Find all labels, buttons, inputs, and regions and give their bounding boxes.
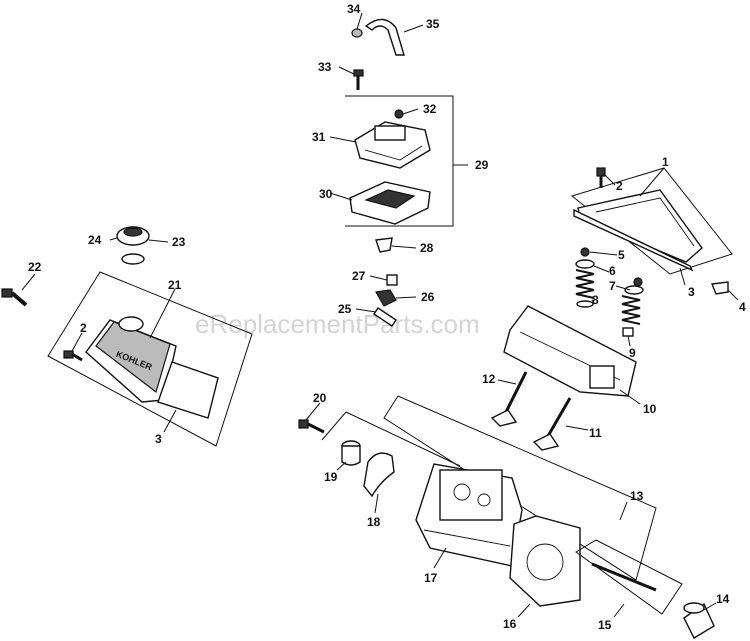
callout-2-right[interactable]: 2 bbox=[616, 179, 623, 193]
part-35-breather-hose[interactable] bbox=[364, 18, 405, 56]
callout-7[interactable]: 7 bbox=[609, 279, 616, 293]
callout-26[interactable]: 26 bbox=[421, 290, 435, 304]
callout-6[interactable]: 6 bbox=[609, 264, 616, 278]
group-outline-20 bbox=[321, 411, 461, 467]
part-30-breather-gasket[interactable] bbox=[349, 181, 431, 225]
group-outline-21 bbox=[47, 271, 253, 447]
callout-19[interactable]: 19 bbox=[324, 470, 338, 484]
callout-28[interactable]: 28 bbox=[420, 241, 434, 255]
watermark-text: eReplacementParts.com bbox=[195, 309, 480, 339]
callout-22[interactable]: 22 bbox=[28, 260, 42, 274]
part-4-clip[interactable] bbox=[711, 281, 729, 295]
callout-14[interactable]: 14 bbox=[716, 592, 730, 606]
callout-13[interactable]: 13 bbox=[630, 489, 644, 503]
callout-1[interactable]: 1 bbox=[662, 155, 669, 169]
part-14-tube[interactable] bbox=[683, 602, 715, 639]
part-16-head-gasket[interactable] bbox=[509, 515, 581, 607]
callout-8[interactable]: 8 bbox=[592, 293, 599, 307]
callout-11[interactable]: 11 bbox=[589, 426, 602, 440]
callout-3-right[interactable]: 3 bbox=[688, 285, 695, 299]
part-18-rocker-arm[interactable] bbox=[363, 452, 395, 498]
part-11-intake-valve[interactable] bbox=[532, 397, 572, 451]
part-2-screw-right[interactable] bbox=[596, 167, 606, 188]
part-27-fitting[interactable] bbox=[386, 274, 398, 286]
callout-18[interactable]: 18 bbox=[367, 515, 381, 529]
callout-27[interactable]: 27 bbox=[352, 269, 366, 283]
part-19-tappet[interactable] bbox=[341, 440, 361, 466]
callout-23[interactable]: 23 bbox=[172, 235, 186, 249]
callout-12[interactable]: 12 bbox=[482, 372, 496, 386]
callout-15[interactable]: 15 bbox=[598, 618, 612, 632]
callout-5[interactable]: 5 bbox=[618, 248, 625, 262]
part-26-grommet[interactable] bbox=[375, 289, 397, 307]
callout-16[interactable]: 16 bbox=[503, 617, 517, 631]
callout-17[interactable]: 17 bbox=[424, 571, 438, 585]
callout-2-left[interactable]: 2 bbox=[80, 321, 87, 335]
group-bracket-29 bbox=[345, 95, 454, 227]
part-21-valve-cover[interactable]: KOHLER bbox=[85, 316, 177, 403]
callout-34[interactable]: 34 bbox=[347, 2, 361, 16]
callout-10[interactable]: 10 bbox=[643, 402, 657, 416]
part-34-plug[interactable] bbox=[351, 28, 363, 38]
part-8-spring-seat[interactable] bbox=[576, 300, 594, 308]
part-28-reed[interactable] bbox=[375, 237, 393, 253]
callout-4[interactable]: 4 bbox=[739, 300, 746, 314]
callout-20[interactable]: 20 bbox=[313, 391, 327, 405]
leader-lines bbox=[21, 12, 739, 618]
part-2-screw-left[interactable] bbox=[63, 350, 83, 362]
callout-25[interactable]: 25 bbox=[338, 302, 352, 316]
callout-32[interactable]: 32 bbox=[423, 102, 437, 116]
group-outline-1 bbox=[570, 167, 733, 275]
callout-9[interactable]: 9 bbox=[629, 346, 636, 360]
part-24-oil-fill-cap[interactable] bbox=[116, 226, 150, 246]
part-10-rocker-bracket[interactable] bbox=[503, 305, 637, 397]
part-7-valve-spring[interactable] bbox=[575, 269, 641, 325]
callout-labels: 34 35 33 32 31 29 30 28 27 26 25 22 24 2… bbox=[28, 2, 746, 632]
part-17-cylinder-head[interactable] bbox=[415, 463, 523, 567]
part-20-head-bolt[interactable] bbox=[298, 419, 325, 434]
part-5-valve-keeper[interactable] bbox=[580, 247, 643, 287]
part-32-grommet[interactable] bbox=[394, 109, 404, 119]
callout-29[interactable]: 29 bbox=[475, 158, 489, 172]
callout-3-left[interactable]: 3 bbox=[155, 432, 162, 446]
part-22-bolt[interactable] bbox=[1, 288, 28, 307]
callout-33[interactable]: 33 bbox=[318, 60, 332, 74]
part-31-breather-cover[interactable] bbox=[354, 121, 431, 169]
callout-30[interactable]: 30 bbox=[319, 187, 333, 201]
part-6-spring-retainer[interactable] bbox=[575, 259, 644, 295]
group-outline-15 bbox=[575, 539, 683, 615]
callout-21[interactable]: 21 bbox=[168, 278, 182, 292]
part-3-gasket-left[interactable] bbox=[157, 361, 219, 419]
part-3-gasket-right[interactable] bbox=[573, 208, 694, 272]
part-15-push-rod[interactable] bbox=[591, 562, 657, 592]
callout-24[interactable]: 24 bbox=[88, 233, 102, 247]
part-9-valve-seal[interactable] bbox=[622, 327, 634, 337]
part-33-screw[interactable] bbox=[353, 69, 364, 90]
callout-35[interactable]: 35 bbox=[426, 17, 440, 31]
part-23-o-ring[interactable] bbox=[121, 253, 145, 265]
part-12-exhaust-valve[interactable] bbox=[490, 371, 528, 427]
callout-31[interactable]: 31 bbox=[312, 130, 326, 144]
